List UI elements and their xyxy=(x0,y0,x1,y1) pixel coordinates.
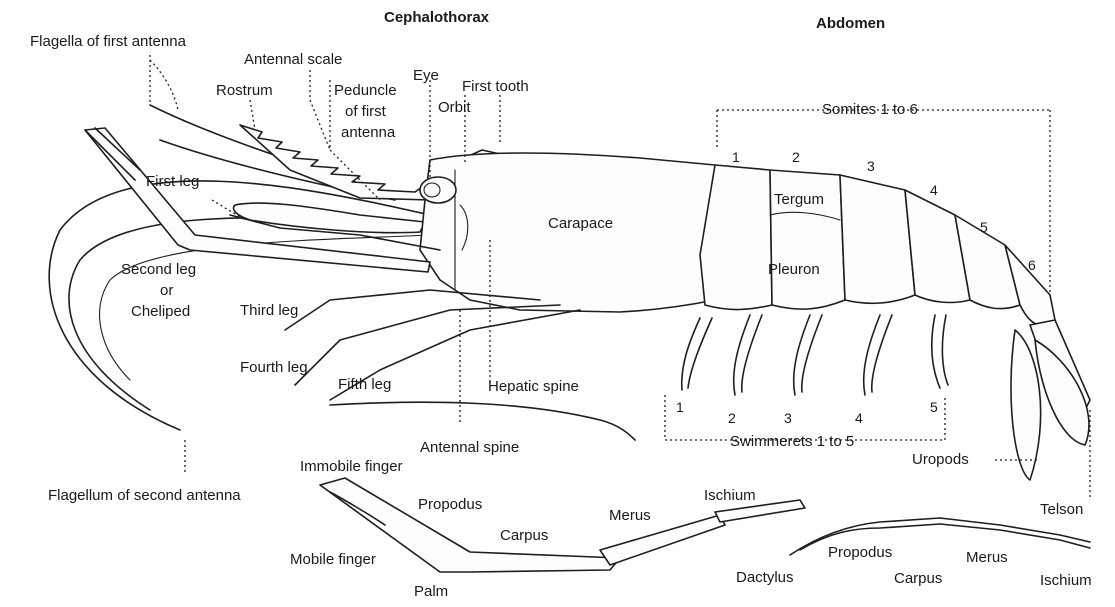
header-abdomen: Abdomen xyxy=(816,15,885,32)
abdomen-somite-3 xyxy=(840,175,915,303)
label-fifth-leg: Fifth leg xyxy=(338,376,391,393)
header-cephalothorax: Cephalothorax xyxy=(384,9,490,26)
label-mobile-finger: Mobile finger xyxy=(290,551,376,568)
somite-number-2: 2 xyxy=(792,149,800,165)
label-propodus-2: Propodus xyxy=(828,544,892,561)
swimmeret-number-2: 2 xyxy=(728,410,736,426)
label-second-leg-2: or xyxy=(160,282,173,299)
label-dactylus: Dactylus xyxy=(736,569,794,586)
label-ischium: Ischium xyxy=(704,487,756,504)
label-uropods: Uropods xyxy=(912,451,969,468)
label-propodus: Propodus xyxy=(418,496,482,513)
somite-number-1: 1 xyxy=(732,149,740,165)
swimmeret-number-5: 5 xyxy=(930,399,938,415)
antennal-flagellum-tail xyxy=(330,402,635,440)
label-antennal-spine: Antennal spine xyxy=(420,439,519,456)
swimmeret-number-3: 3 xyxy=(784,410,792,426)
label-flagella-first-antenna: Flagella of first antenna xyxy=(30,33,187,50)
label-pleuron: Pleuron xyxy=(768,261,820,278)
label-merus-2: Merus xyxy=(966,549,1008,566)
label-merus: Merus xyxy=(609,507,651,524)
label-peduncle-1: Peduncle xyxy=(334,82,397,99)
somite-number-3: 3 xyxy=(867,158,875,174)
somite-number-4: 4 xyxy=(930,182,938,198)
label-second-leg-1: Second leg xyxy=(121,261,196,278)
label-palm: Palm xyxy=(414,583,448,600)
prawn-drawing xyxy=(49,105,1090,480)
label-immobile-finger: Immobile finger xyxy=(300,458,403,475)
swimmeret-3 xyxy=(794,315,822,395)
label-eye: Eye xyxy=(413,67,439,84)
label-fourth-leg: Fourth leg xyxy=(240,359,308,376)
swimmeret-number-1: 1 xyxy=(676,399,684,415)
label-somites: Somites 1 to 6 xyxy=(822,101,918,118)
label-orbit: Orbit xyxy=(438,99,471,116)
somite-number-6: 6 xyxy=(1028,257,1036,273)
label-telson: Telson xyxy=(1040,501,1083,518)
label-carapace: Carapace xyxy=(548,215,613,232)
label-third-leg: Third leg xyxy=(240,302,298,319)
label-tergum: Tergum xyxy=(774,191,824,208)
label-carpus-2: Carpus xyxy=(894,570,942,587)
label-carpus: Carpus xyxy=(500,527,548,544)
label-ischium-2: Ischium xyxy=(1040,572,1092,589)
label-first-leg: First leg xyxy=(146,173,199,190)
label-hepatic-spine: Hepatic spine xyxy=(488,378,579,395)
fourth-leg xyxy=(295,305,560,385)
swimmeret-2 xyxy=(734,315,762,395)
label-peduncle-2: of first xyxy=(345,103,387,120)
swimmeret-4 xyxy=(864,315,892,395)
label-swimmerets: Swimmerets 1 to 5 xyxy=(730,433,854,450)
swimmeret-1 xyxy=(682,318,712,390)
carapace xyxy=(420,153,715,312)
label-peduncle-3: antenna xyxy=(341,124,396,141)
abdomen-somite-1 xyxy=(700,165,772,310)
label-first-tooth: First tooth xyxy=(462,78,529,95)
label-antennal-scale: Antennal scale xyxy=(244,51,342,68)
somite-number-5: 5 xyxy=(980,219,988,235)
label-flagellum-second-antenna: Flagellum of second antenna xyxy=(48,487,241,504)
label-rostrum: Rostrum xyxy=(216,82,273,99)
swimmeret-5 xyxy=(932,315,948,388)
swimmeret-number-4: 4 xyxy=(855,410,863,426)
label-second-leg-3: Cheliped xyxy=(131,303,190,320)
eye xyxy=(420,177,456,203)
